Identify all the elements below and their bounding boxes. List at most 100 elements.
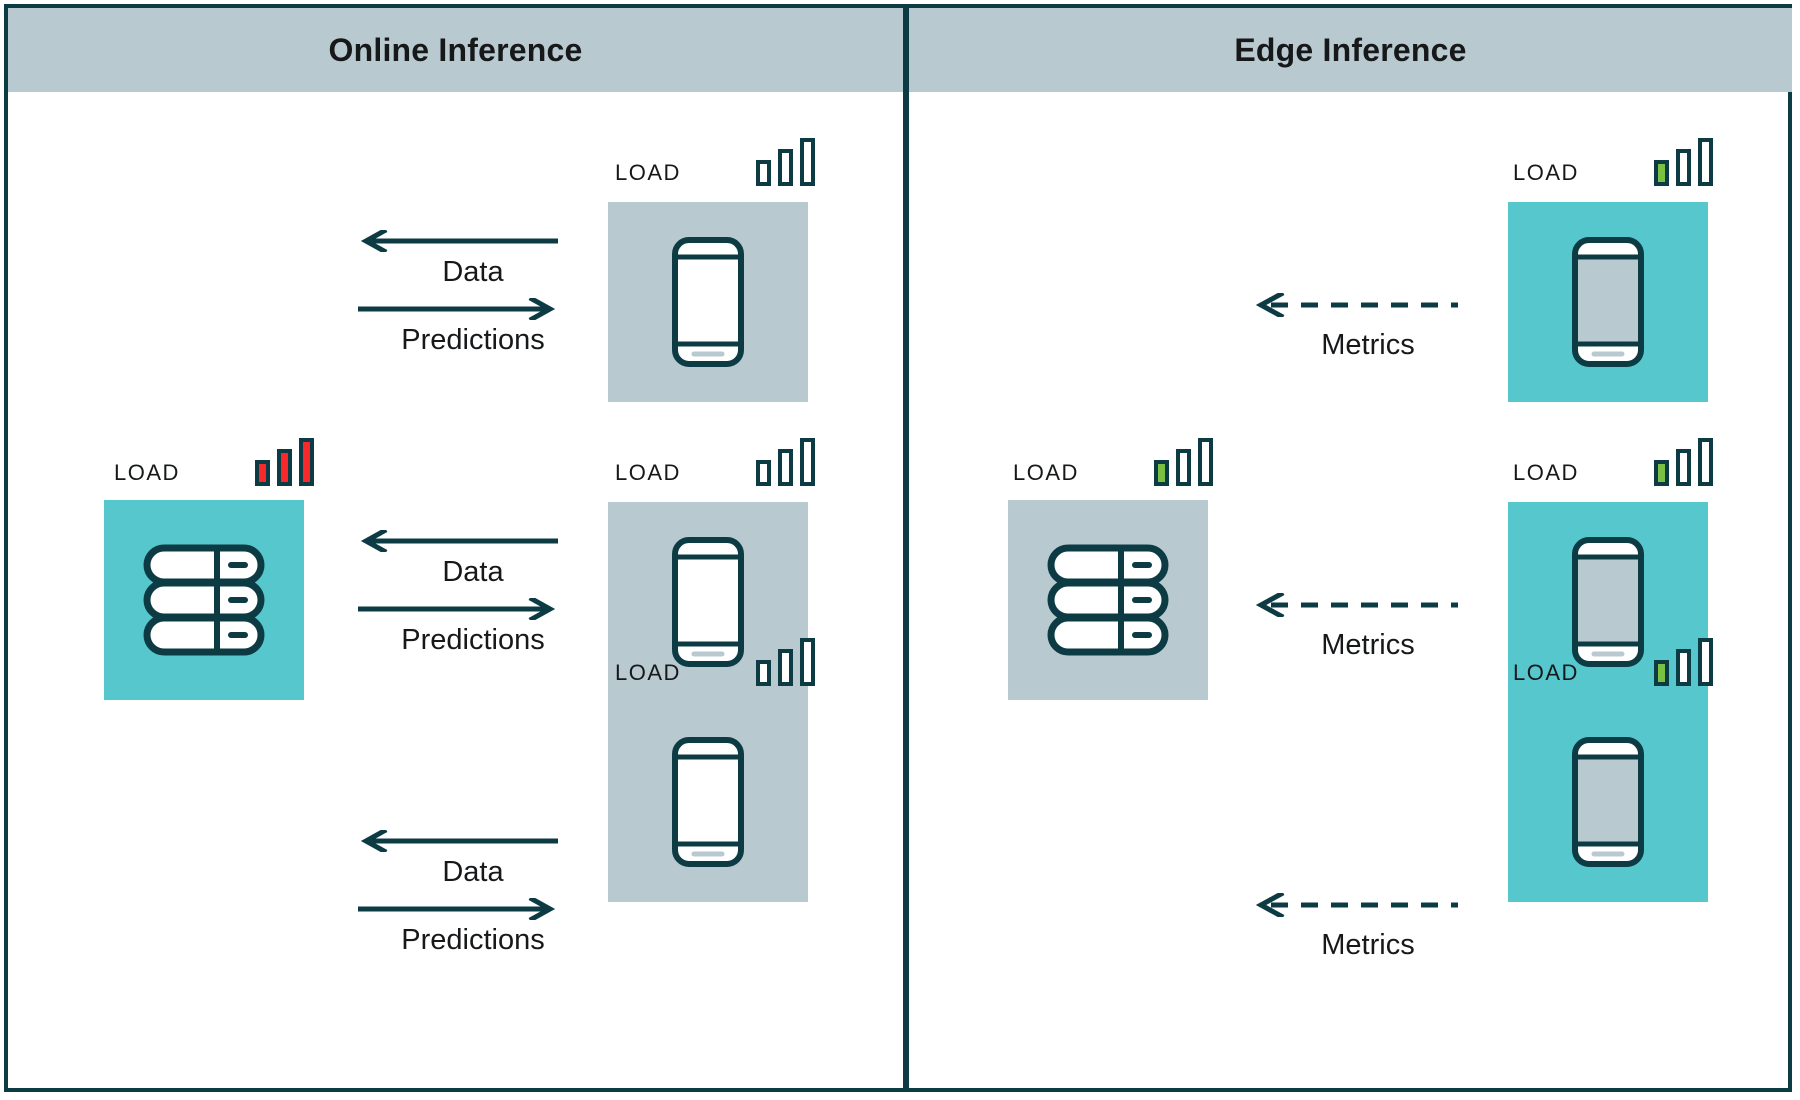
load-bar-2 [778,449,793,486]
flow-label-data: Data [442,856,504,888]
load-label: LOAD [1513,160,1579,185]
flow-online-1: Data Predictions [358,230,588,360]
phone-icon [1572,537,1644,667]
flow-online-2: Data Predictions [358,530,588,660]
flow-edge-1: Metrics [1253,293,1483,360]
flow-row-predictions: Predictions [358,598,588,660]
arrow-left-icon [360,230,558,252]
load-bars [1154,438,1213,486]
phone-icon [672,537,744,667]
load-bar-3 [1698,138,1713,186]
load-bar-1 [1654,660,1669,686]
flow-row-predictions: Predictions [358,898,588,960]
load-bar-3 [1198,438,1213,486]
load-label: LOAD [1513,460,1579,485]
flow-edge-2: Metrics [1253,593,1483,660]
diagram-frame: Online Inference Edge Inference LOAD [4,4,1792,1092]
load-label: LOAD [615,160,681,185]
arrow-right-icon [358,898,556,920]
load-bars [1654,438,1713,486]
load-bars [1654,638,1713,686]
load-indicator-online-device-1: LOAD [615,138,815,188]
load-bar-2 [277,449,292,486]
flow-online-3: Data Predictions [358,830,588,960]
device-node-online-2[interactable] [608,502,808,702]
panel-divider [903,8,909,1088]
device-node-edge-3[interactable] [1508,702,1708,902]
flow-label-predictions: Predictions [401,624,545,656]
load-bar-1 [1654,160,1669,186]
arrow-left-dashed-icon [1255,893,1458,917]
load-label: LOAD [615,660,681,685]
arrow-right-icon [358,298,556,320]
load-label: LOAD [114,460,180,485]
page-title-edge: Edge Inference [1234,31,1467,68]
load-bar-2 [1676,649,1691,686]
flow-row-data: Data [358,230,588,292]
arrow-left-dashed-icon [1255,293,1458,317]
arrow-left-icon [360,830,558,852]
device-node-online-3[interactable] [608,702,808,902]
load-bar-2 [778,149,793,186]
load-bar-3 [800,438,815,486]
load-bar-2 [1176,449,1191,486]
flow-row-data: Data [358,830,588,892]
load-bar-3 [1698,638,1713,686]
flow-label-data: Data [442,556,504,588]
page-title-online: Online Inference [328,31,583,68]
flow-label-metrics: Metrics [1321,329,1415,361]
flow-label-metrics: Metrics [1321,929,1415,961]
phone-icon [1572,237,1644,367]
load-label: LOAD [1513,660,1579,685]
arrow-right-icon [358,598,556,620]
panel-header-edge: Edge Inference [909,8,1792,92]
load-bar-2 [1676,449,1691,486]
load-indicator-online-device-3: LOAD [615,638,815,688]
server-icon [143,544,265,656]
flow-label-predictions: Predictions [401,324,545,356]
load-indicator-edge-device-1: LOAD [1513,138,1713,188]
load-indicator-edge-device-3: LOAD [1513,638,1713,688]
load-indicator-edge-server: LOAD [1013,438,1213,488]
load-bar-1 [756,160,771,186]
server-node-edge[interactable] [1008,500,1208,700]
flow-label-predictions: Predictions [401,924,545,956]
load-bars [756,438,815,486]
panel-header-online: Online Inference [8,8,903,92]
load-label: LOAD [615,460,681,485]
load-bar-1 [1654,460,1669,486]
load-bar-1 [756,460,771,486]
device-node-edge-2[interactable] [1508,502,1708,702]
flow-label-data: Data [442,256,504,288]
load-bar-1 [1154,460,1169,486]
load-bars [756,138,815,186]
load-bar-3 [800,138,815,186]
flow-edge-3: Metrics [1253,893,1483,960]
server-node-online[interactable] [104,500,304,700]
phone-icon [672,237,744,367]
device-node-online-1[interactable] [608,202,808,402]
phone-icon [672,737,744,867]
load-indicator-online-server: LOAD [114,438,314,488]
phone-icon [1572,737,1644,867]
arrow-left-dashed-icon [1255,593,1458,617]
load-indicator-edge-device-2: LOAD [1513,438,1713,488]
load-bars [756,638,815,686]
load-bar-3 [1698,438,1713,486]
load-indicator-online-device-2: LOAD [615,438,815,488]
load-bar-2 [778,649,793,686]
flow-label-metrics: Metrics [1321,629,1415,661]
load-bar-3 [299,438,314,486]
load-bar-3 [800,638,815,686]
device-node-edge-1[interactable] [1508,202,1708,402]
load-label: LOAD [1013,460,1079,485]
server-icon [1047,544,1169,656]
load-bars [1654,138,1713,186]
flow-row-data: Data [358,530,588,592]
arrow-left-icon [360,530,558,552]
load-bar-1 [756,660,771,686]
load-bar-2 [1676,149,1691,186]
flow-row-predictions: Predictions [358,298,588,360]
load-bars [255,438,314,486]
load-bar-1 [255,460,270,486]
